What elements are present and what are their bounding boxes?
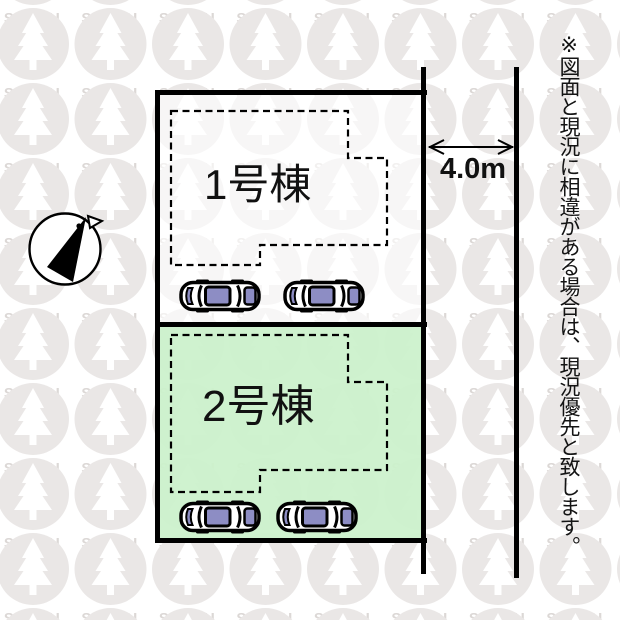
- car-top-view-icon: [276, 500, 358, 534]
- lot-divider-line: [155, 322, 427, 327]
- car-top-view-icon: [179, 279, 261, 313]
- plot-border-top: [155, 90, 427, 95]
- road-left-edge-line: [421, 67, 426, 574]
- road-width-arrow-icon: [427, 139, 515, 155]
- road-right-edge-line: [514, 67, 519, 578]
- disclaimer-vertical-text: ※図面と現況に相違がある場合は、現況優先と致します。: [557, 33, 581, 556]
- lot-2-label: 2号棟: [202, 382, 315, 431]
- car-top-view-icon: [179, 500, 261, 534]
- road-width-label: 4.0m: [439, 153, 507, 185]
- north-arrow-icon: [28, 212, 105, 286]
- lot-1-label: 1号棟: [204, 161, 312, 208]
- car-top-view-icon: [283, 279, 365, 313]
- plot-border-left: [155, 90, 160, 543]
- plot-border-bottom: [155, 538, 427, 543]
